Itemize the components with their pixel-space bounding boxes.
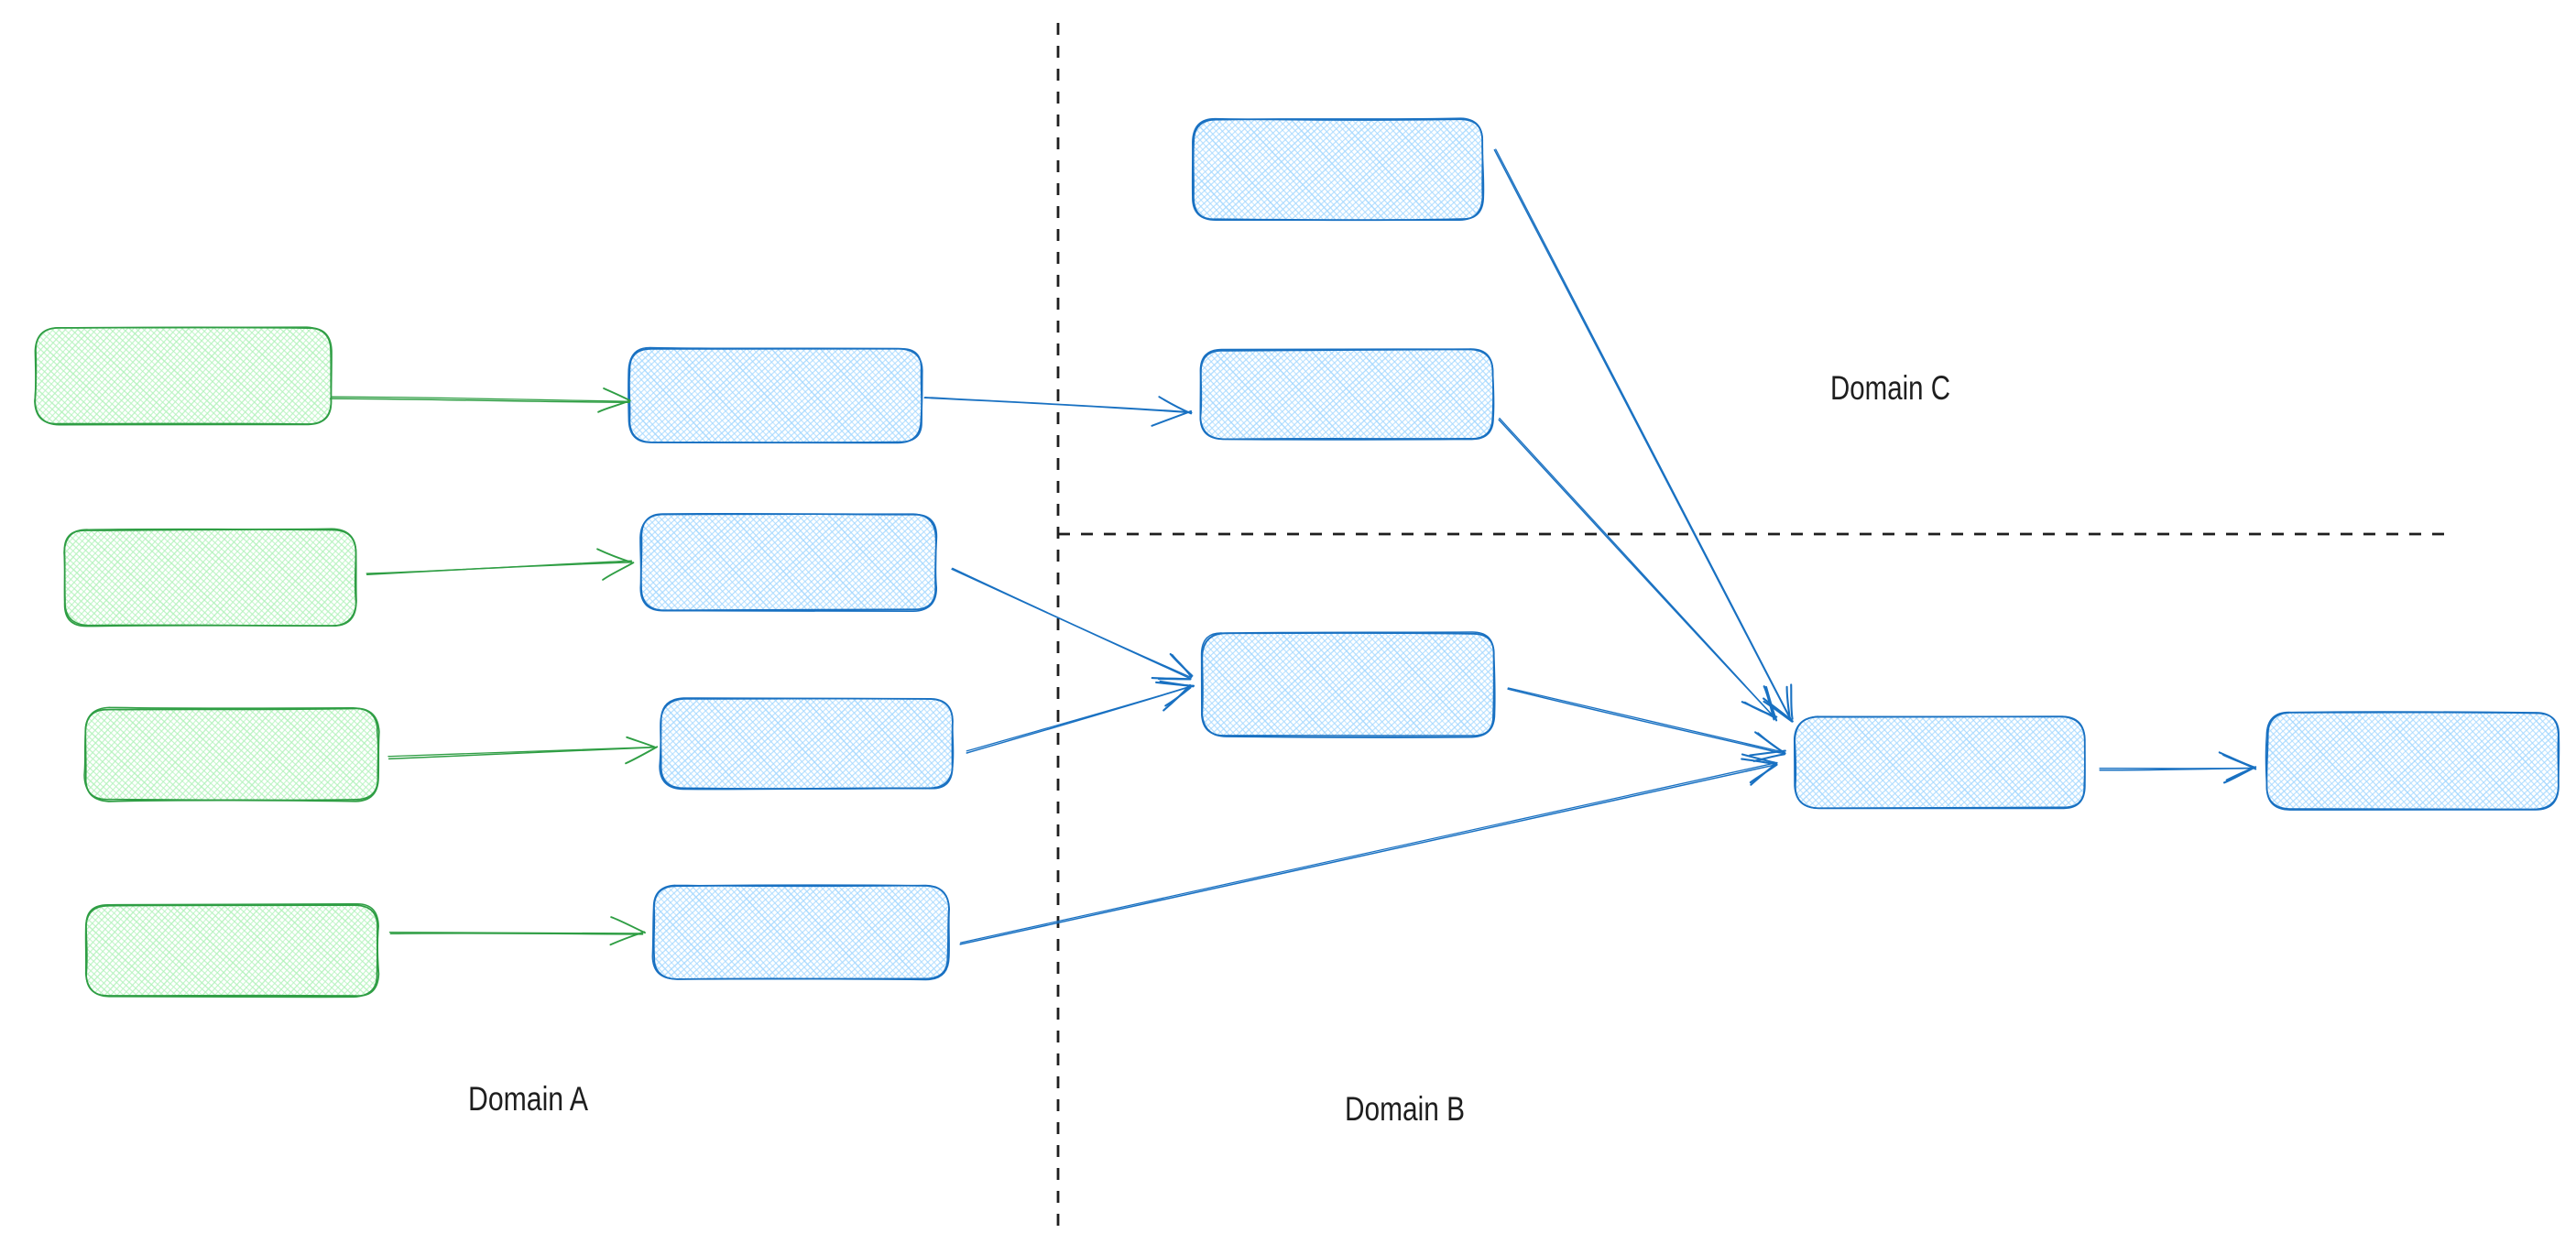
svg-text:Domain C: Domain C	[1830, 369, 1950, 407]
svg-text:Domain A: Domain A	[468, 1080, 588, 1118]
svg-text:Domain B: Domain B	[1345, 1090, 1465, 1128]
